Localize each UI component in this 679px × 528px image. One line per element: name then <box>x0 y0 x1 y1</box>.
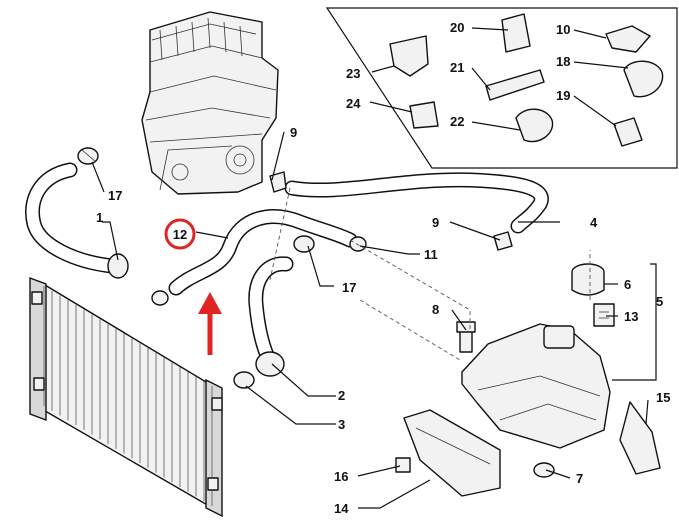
callout-16: 16 <box>334 469 348 484</box>
callout-9-tank: 9 <box>432 215 439 230</box>
clamp-part-11 <box>349 236 367 252</box>
inset-box-outline <box>325 7 678 169</box>
inset-part-18 <box>623 60 664 98</box>
label-part-13 <box>593 303 615 327</box>
hose-part-12 <box>168 209 358 296</box>
plug-part-16 <box>395 457 411 473</box>
callout-24: 24 <box>346 96 361 111</box>
callout-6: 6 <box>624 277 631 292</box>
callout-19: 19 <box>556 88 570 103</box>
clamp-part-17-upper <box>77 147 99 165</box>
bolt-part-8 <box>456 321 476 353</box>
radiator <box>29 276 223 518</box>
hose-part-2 <box>248 256 294 377</box>
callout-7: 7 <box>576 471 583 486</box>
callout-17-upper: 17 <box>108 188 122 203</box>
clamp-part-12-end <box>151 290 169 306</box>
inset-part-24 <box>409 101 439 129</box>
bracket-part-15 <box>619 401 661 475</box>
highlight-circle-part-12 <box>164 218 196 250</box>
hose-part-1 <box>25 162 129 279</box>
inset-part-10 <box>605 25 651 53</box>
leader-lines <box>91 27 657 509</box>
callout-4: 4 <box>590 215 598 230</box>
inset-part-21 <box>485 69 545 101</box>
callout-8: 8 <box>432 302 439 317</box>
callout-15: 15 <box>656 390 670 405</box>
clamp-part-9-engine <box>269 171 287 193</box>
assembly-dash-2 <box>269 187 291 281</box>
callout-20: 20 <box>450 20 464 35</box>
inset-part-23 <box>389 35 429 77</box>
hose-part-4 <box>284 172 549 234</box>
callout-12: 12 <box>173 227 187 242</box>
inset-part-19 <box>613 117 643 147</box>
callout-5: 5 <box>656 294 663 309</box>
callout-22: 22 <box>450 114 464 129</box>
grommet-part-7 <box>533 462 555 478</box>
callout-18: 18 <box>556 54 570 69</box>
callout-11: 11 <box>424 247 438 262</box>
engine-block <box>141 11 279 195</box>
inset-part-20 <box>501 13 531 53</box>
radiator-fins <box>43 286 213 506</box>
cap-part-6 <box>571 263 605 296</box>
callout-labels: 1 2 3 4 5 6 7 8 9 9 10 11 12 13 14 15 16… <box>96 20 670 516</box>
clamp-part-3 <box>233 371 255 389</box>
callout-21: 21 <box>450 60 464 75</box>
callout-23: 23 <box>346 66 360 81</box>
clamp-part-17-lower <box>293 235 315 253</box>
callout-9-engine: 9 <box>290 125 297 140</box>
callout-17-lower: 17 <box>342 280 356 295</box>
callout-3: 3 <box>338 417 345 432</box>
expansion-tank <box>461 323 611 449</box>
clamp-part-9-tank <box>493 231 513 251</box>
callout-13: 13 <box>624 309 638 324</box>
callout-1: 1 <box>96 210 103 225</box>
callout-2: 2 <box>338 388 345 403</box>
inset-part-22 <box>515 108 554 143</box>
assembly-dash-3 <box>359 299 461 361</box>
callout-14: 14 <box>334 501 349 516</box>
callout-10: 10 <box>556 22 570 37</box>
heat-shield-part-14 <box>403 409 501 497</box>
highlight-arrow <box>198 292 222 355</box>
